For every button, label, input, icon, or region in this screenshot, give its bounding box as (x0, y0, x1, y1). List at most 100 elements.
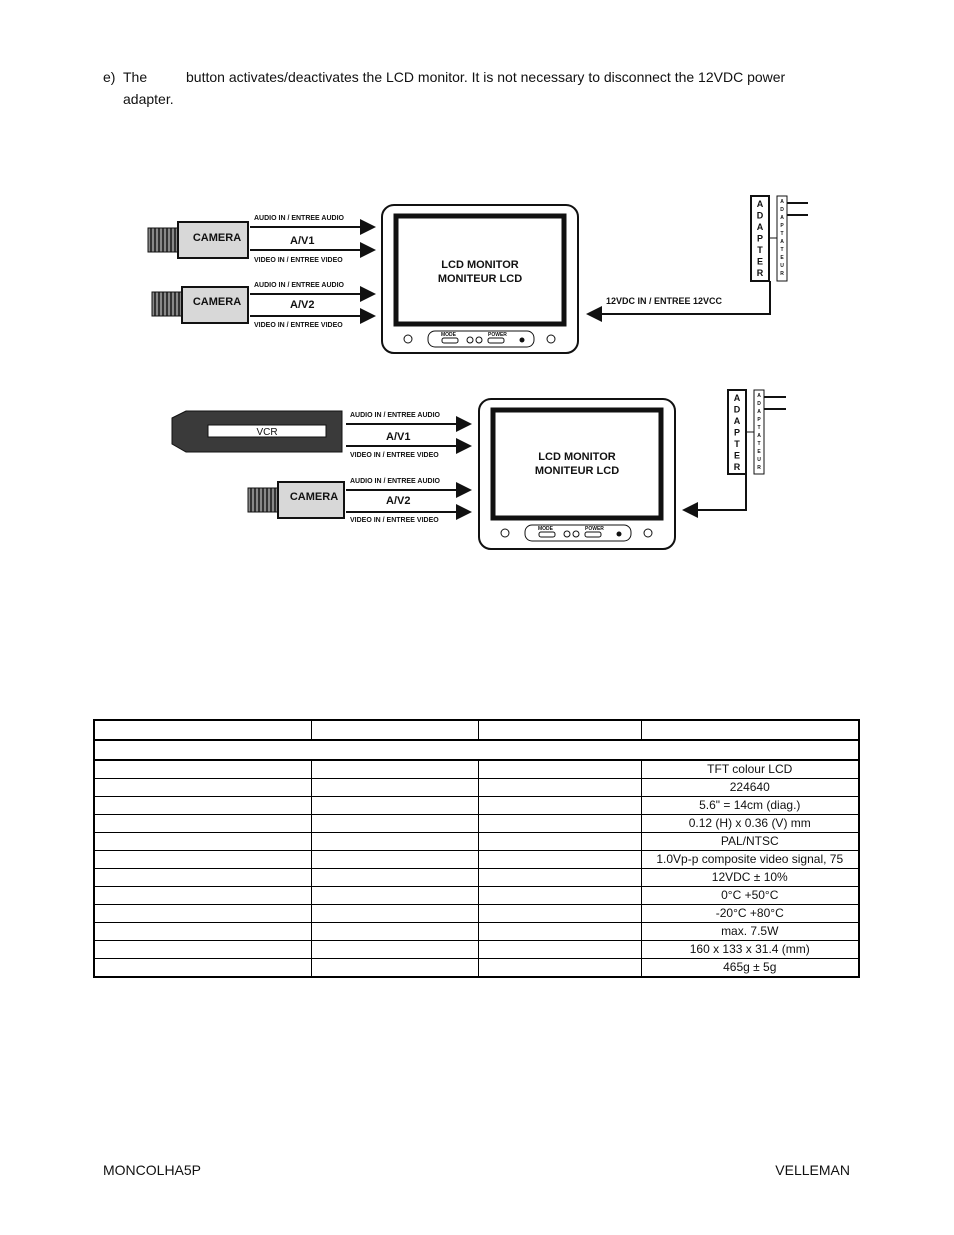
spec-cell (310, 958, 479, 978)
spec-cell (310, 868, 479, 887)
adapter-letter: P (734, 428, 740, 438)
connection-diagram: CAMERA CAMERA AUDIO IN / ENTREE AUDIO A/… (147, 195, 808, 550)
spec-value: -20°C +80°C (640, 904, 860, 923)
dc-in-label-1: 12VDC IN / ENTREE 12VCC (606, 296, 723, 306)
camera-3-label: CAMERA (290, 491, 338, 503)
footer-model: MONCOLHA5P (103, 1162, 202, 1178)
adaptateur-letter: P (757, 417, 761, 423)
adaptateur-letter: A (757, 393, 761, 399)
audio-in-label-4: AUDIO IN / ENTREE AUDIO (350, 478, 441, 485)
spec-cell (310, 922, 479, 941)
adapter-letter: P (757, 234, 763, 244)
video-in-label-2: VIDEO IN / ENTREE VIDEO (254, 322, 343, 329)
lcd-monitor-1: LCD MONITOR MONITEUR LCD MODE POWER (381, 204, 579, 354)
video-in-label-3: VIDEO IN / ENTREE VIDEO (350, 452, 439, 459)
spec-value: 0°C +50°C (640, 886, 860, 905)
adaptateur-letter: D (780, 207, 784, 213)
adapter-letter: A (734, 416, 741, 426)
vcr-label: VCR (256, 427, 277, 438)
audio-in-label-2: AUDIO IN / ENTREE AUDIO (254, 282, 345, 289)
video-in-label-4: VIDEO IN / ENTREE VIDEO (350, 517, 439, 524)
spec-cell (310, 832, 479, 851)
camera-1: CAMERA (147, 221, 249, 259)
adaptateur-letter: A (780, 199, 784, 205)
spec-cell (93, 868, 312, 887)
adaptateur-letter: T (757, 425, 760, 431)
monitor-2-line-1: LCD MONITOR (538, 451, 615, 463)
spec-cell (310, 759, 479, 779)
spec-value: max. 7.5W (640, 922, 860, 941)
spec-cell (477, 958, 642, 978)
spec-cell (93, 832, 312, 851)
monitor-2-line-2: MONITEUR LCD (535, 465, 619, 477)
spec-cell (310, 850, 479, 869)
monitor-1-line-2: MONITEUR LCD (438, 273, 522, 285)
adaptateur-letter: A (757, 433, 761, 439)
spec-value: 5.6" = 14cm (diag.) (640, 796, 860, 815)
spec-value: PAL/NTSC (640, 832, 860, 851)
adaptateur-letter: R (757, 465, 761, 471)
spec-cell (310, 778, 479, 797)
spec-row: 0°C +50°C (93, 886, 860, 905)
spec-cell (477, 904, 642, 923)
instruction-line-2: adapter. (123, 91, 174, 107)
video-in-label-1: VIDEO IN / ENTREE VIDEO (254, 257, 343, 264)
adapter-letter: R (757, 268, 764, 278)
adapter-letter: D (734, 405, 741, 415)
spec-row: 1.0Vp-p composite video signal, 75 (93, 850, 860, 869)
av2-label-1: A/V2 (290, 299, 314, 311)
adapter-letter: T (757, 245, 763, 255)
spec-cell (477, 886, 642, 905)
spec-cell (93, 759, 312, 779)
adapter-letter: T (734, 439, 740, 449)
spec-cell (93, 778, 312, 797)
spec-row: 12VDC ± 10% (93, 868, 860, 887)
spec-cell (477, 832, 642, 851)
adaptateur-letter: P (780, 223, 784, 229)
spec-row: max. 7.5W (93, 922, 860, 941)
spec-cell (93, 850, 312, 869)
adapter-letter: A (757, 199, 764, 209)
adapter-letter: R (734, 462, 741, 472)
spec-cell (477, 922, 642, 941)
adaptateur-letter: E (757, 449, 761, 455)
adaptateur-letter: A (780, 239, 784, 245)
power-label-1: POWER (488, 332, 507, 338)
spec-value: 0.12 (H) x 0.36 (V) mm (640, 814, 860, 833)
vcr: VCR (171, 410, 343, 453)
spec-cell (93, 922, 312, 941)
spec-row: PAL/NTSC (93, 832, 860, 851)
mode-label-1: MODE (441, 332, 457, 338)
spec-row: 160 x 133 x 31.4 (mm) (93, 940, 860, 959)
spec-cell (310, 796, 479, 815)
spec-cell (93, 886, 312, 905)
spec-cell (310, 904, 479, 923)
monitor-1-line-1: LCD MONITOR (441, 259, 518, 271)
camera-2-label: CAMERA (193, 296, 241, 308)
spec-cell (93, 958, 312, 978)
spec-row: 465g ± 5g (93, 958, 860, 978)
spec-value: 465g ± 5g (640, 958, 860, 978)
spec-row: TFT colour LCD (93, 759, 860, 779)
camera-2: CAMERA (151, 286, 249, 324)
adaptateur-letter: U (780, 263, 784, 269)
spec-value: 1.0Vp-p composite video signal, 75 (640, 850, 860, 869)
adaptateur-letter: A (757, 409, 761, 415)
spec-cell (310, 940, 479, 959)
instruction-text: button activates/deactivates the LCD mon… (186, 69, 786, 85)
adapter-letter: E (757, 257, 763, 267)
spec-cell (477, 850, 642, 869)
power-label-2: POWER (585, 526, 604, 532)
av1-label-2: A/V1 (386, 431, 410, 443)
audio-in-label-1: AUDIO IN / ENTREE AUDIO (254, 215, 345, 222)
adapter-letter: A (757, 222, 764, 232)
spec-cell (93, 814, 312, 833)
adapter-letter: A (734, 393, 741, 403)
spec-row: 224640 (93, 778, 860, 797)
adaptateur-letter: R (780, 271, 784, 277)
